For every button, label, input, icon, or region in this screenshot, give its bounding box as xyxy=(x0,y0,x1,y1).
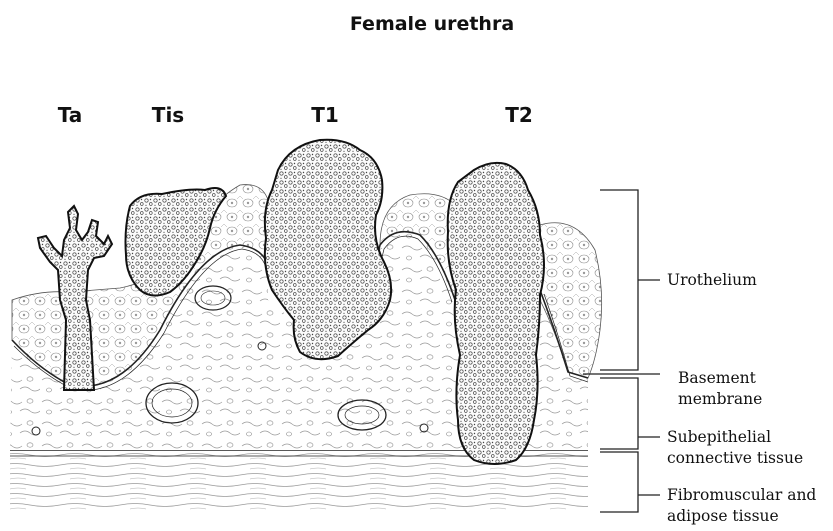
diagram-title: Female urethra xyxy=(350,13,514,35)
stage-label-ta: Ta xyxy=(58,103,83,127)
label-fibromuscular-line1: Fibromuscular and xyxy=(667,486,816,504)
label-fibromuscular-line2: adipose tissue xyxy=(667,507,779,525)
label-subepithelial-line1: Subepithelial xyxy=(667,428,771,446)
stage-label-tis: Tis xyxy=(152,103,184,127)
bracket-subepithelial xyxy=(600,378,660,449)
label-urothelium: Urothelium xyxy=(667,271,757,289)
label-subepithelial-line2: connective tissue xyxy=(667,449,803,467)
bracket-urothelium xyxy=(600,190,660,370)
label-basement-line2: membrane xyxy=(678,390,762,408)
tumor-t2 xyxy=(448,163,544,464)
bracket-fibromuscular xyxy=(600,452,660,512)
stage-label-t1: T1 xyxy=(311,103,339,127)
stage-label-t2: T2 xyxy=(505,103,533,127)
label-basement-line1: Basement xyxy=(678,369,757,387)
